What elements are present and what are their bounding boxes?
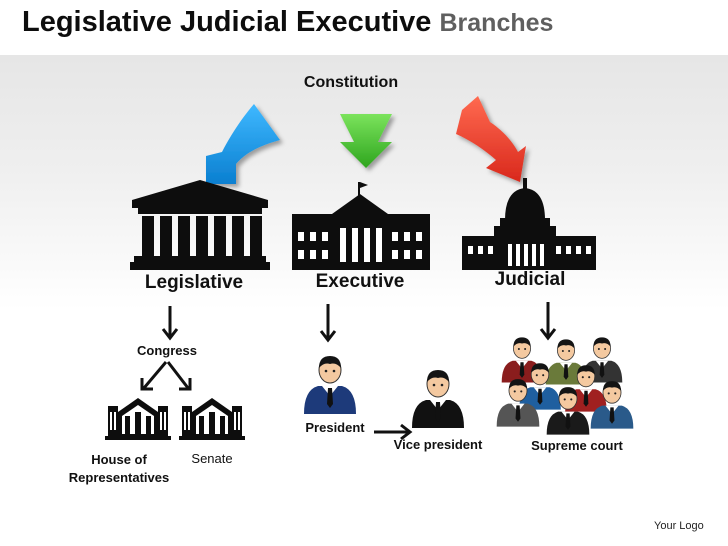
supreme-court-crowd-icon: [496, 336, 634, 436]
title-main: Legislative Judicial Executive: [22, 6, 432, 38]
blue-arrow-icon: [206, 104, 280, 184]
executive-label: Executive: [315, 271, 405, 292]
vice-president-label: Vice president: [393, 437, 483, 452]
executive-building-icon: [292, 182, 430, 270]
congress-label: Congress: [137, 343, 197, 358]
vice-president-person-icon: [411, 369, 465, 429]
green-arrow-icon: [340, 114, 392, 168]
senate-label: Senate: [191, 451, 233, 466]
legislative-building-icon: [130, 180, 270, 270]
slide-title: Legislative Judicial Executive Branches: [22, 6, 553, 39]
red-arrow-icon: [456, 96, 526, 182]
congress-split-arrows: [140, 361, 192, 391]
house-label-line1: House of: [91, 452, 147, 467]
president-label: President: [305, 420, 365, 435]
judicial-label: Judicial: [494, 269, 566, 290]
senate-building-icon: [179, 398, 245, 440]
judicial-building-icon: [462, 178, 596, 270]
president-to-vp-arrow: [374, 423, 413, 441]
down-arrow-judicial: [539, 302, 557, 341]
down-arrow-legislative: [161, 306, 179, 341]
title-sub: Branches: [439, 9, 554, 37]
down-arrow-executive: [319, 304, 337, 343]
supreme-court-label: Supreme court: [531, 438, 623, 453]
footer-logo-text: Your Logo: [654, 520, 704, 532]
constitution-label: Constitution: [303, 74, 399, 91]
legislative-label: Legislative: [144, 272, 244, 293]
president-person-icon: [303, 355, 357, 415]
house-building-icon: [105, 398, 171, 440]
house-label-line2: Representatives: [68, 470, 170, 485]
